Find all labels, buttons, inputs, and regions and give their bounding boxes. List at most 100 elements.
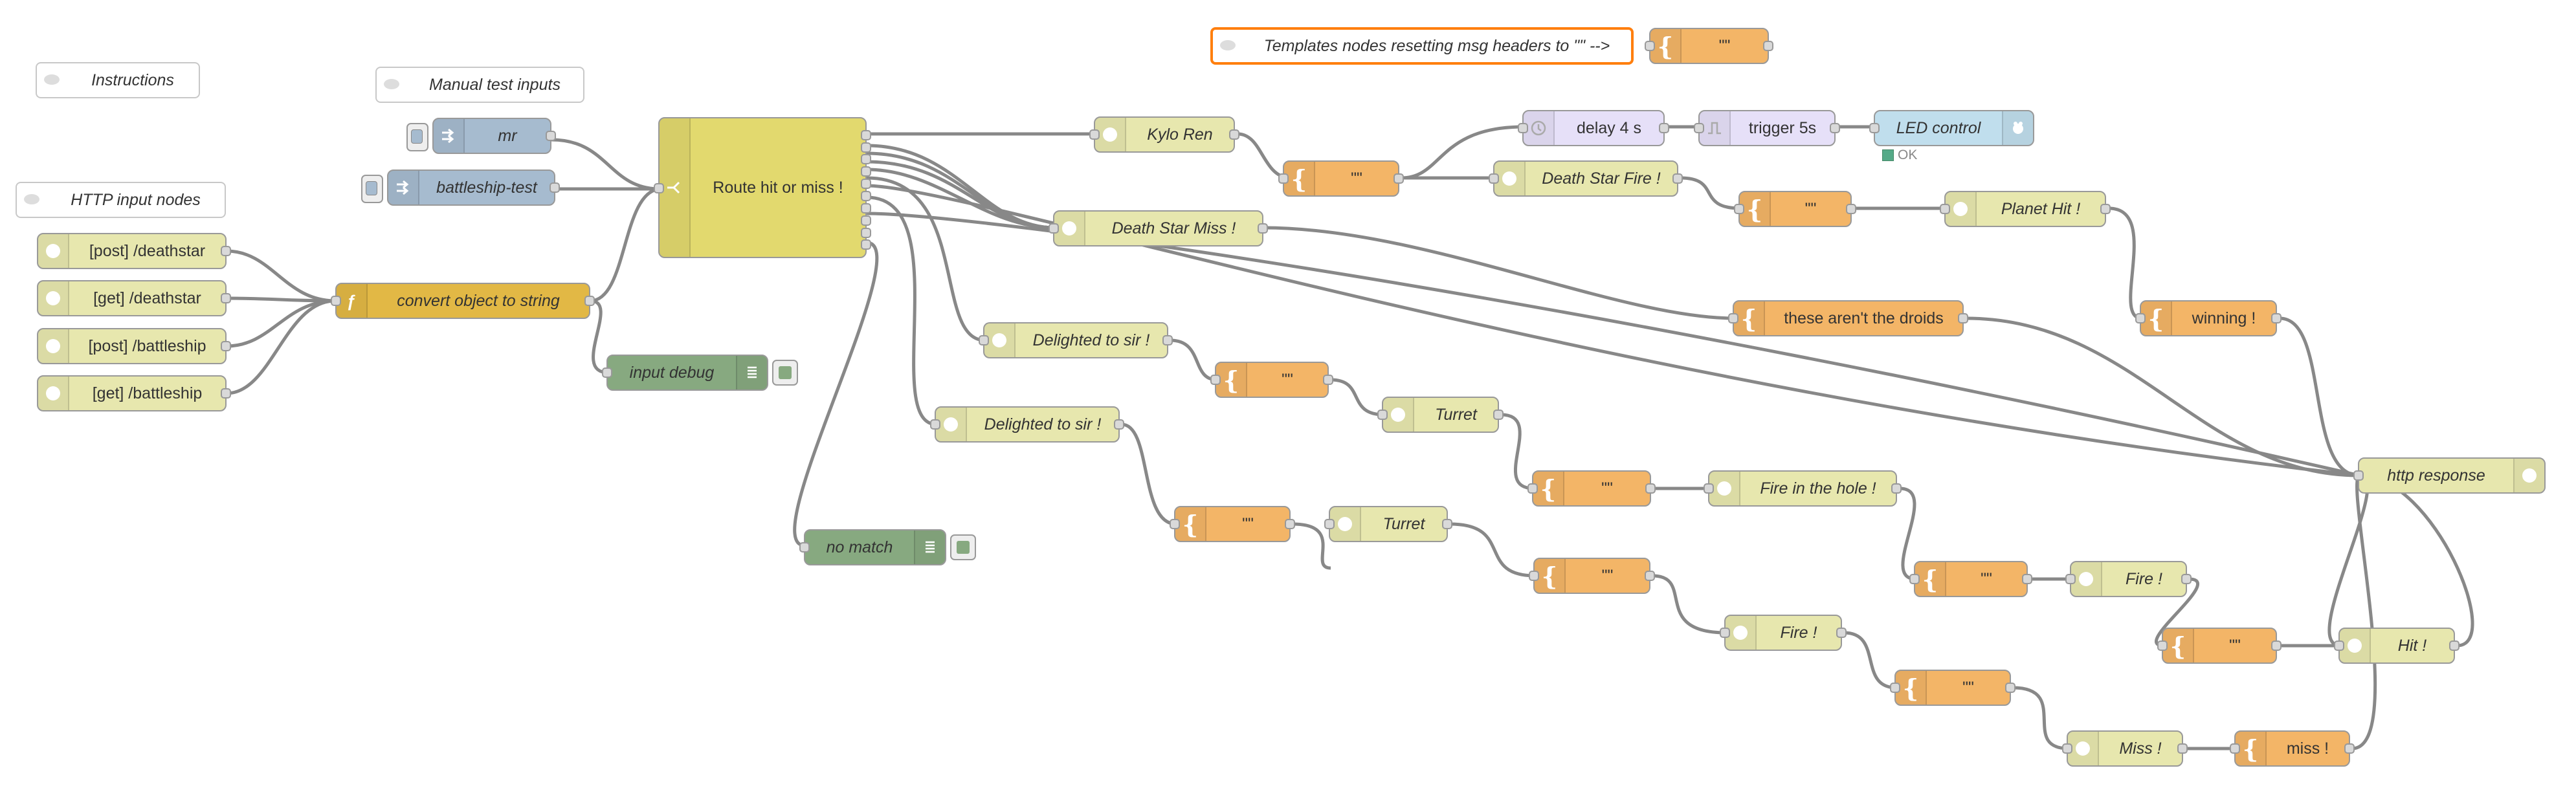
output-port[interactable]	[1393, 173, 1404, 184]
input-port[interactable]	[1324, 519, 1335, 529]
template-node-empty-5[interactable]: { ""	[1170, 506, 1295, 542]
http-request-death-star-fire[interactable]: Death Star Fire !	[1489, 160, 1683, 197]
output-port[interactable]	[1162, 335, 1173, 345]
input-port[interactable]	[2353, 470, 2364, 481]
output-port[interactable]	[1672, 173, 1683, 184]
comment-manual-test-inputs[interactable]: Manual test inputs	[375, 67, 584, 103]
debug-toggle-button[interactable]	[950, 534, 976, 560]
output-port[interactable]	[1846, 204, 1856, 214]
input-port[interactable]	[1527, 483, 1538, 494]
output-port[interactable]	[1493, 410, 1504, 420]
input-port[interactable]	[2065, 574, 2076, 584]
output-port[interactable]	[221, 293, 231, 303]
http-request-fire-in-hole[interactable]: Fire in the hole !	[1704, 470, 1902, 507]
output-port[interactable]	[550, 182, 560, 193]
output-port-10[interactable]	[861, 239, 871, 250]
switch-node-route[interactable]: Route hit or miss !	[654, 117, 871, 258]
output-port[interactable]	[2449, 640, 2459, 651]
http-request-miss[interactable]: Miss !	[2062, 730, 2188, 767]
input-port[interactable]	[602, 367, 612, 378]
comment-templates-note[interactable]: Templates nodes resetting msg headers to…	[1210, 27, 1634, 65]
output-port[interactable]	[2181, 574, 2192, 584]
input-port[interactable]	[1694, 123, 1704, 133]
template-node-header-reset[interactable]: { ""	[1645, 28, 1773, 64]
input-port[interactable]	[1489, 173, 1499, 184]
output-port-6[interactable]	[861, 191, 871, 201]
input-port[interactable]	[1278, 173, 1289, 184]
output-port[interactable]	[221, 246, 231, 256]
output-port[interactable]	[1645, 483, 1656, 494]
output-port[interactable]	[1763, 41, 1773, 51]
input-port[interactable]	[1869, 123, 1880, 133]
http-request-delighted-2[interactable]: Delighted to sir !	[930, 406, 1124, 443]
http-request-hit[interactable]: Hit !	[2334, 628, 2459, 664]
output-port[interactable]	[1323, 375, 1333, 385]
input-port[interactable]	[654, 183, 664, 193]
template-node-empty-7[interactable]: { ""	[1909, 561, 2032, 597]
comment-http-input-nodes[interactable]: HTTP input nodes	[16, 182, 226, 218]
http-request-kylo-ren[interactable]: Kylo Ren	[1089, 116, 1239, 153]
input-port[interactable]	[1529, 571, 1539, 581]
output-port[interactable]	[2271, 313, 2282, 323]
output-port[interactable]	[1645, 571, 1655, 581]
output-port[interactable]	[1659, 123, 1669, 133]
output-port[interactable]	[546, 131, 556, 141]
delay-node-4s[interactable]: delay 4 s	[1518, 110, 1669, 146]
http-request-turret-1[interactable]: Turret	[1377, 397, 1504, 433]
input-port[interactable]	[930, 419, 940, 430]
output-port-9[interactable]	[861, 228, 871, 238]
http-request-fire-1[interactable]: Fire !	[2065, 561, 2192, 597]
output-port[interactable]	[1958, 313, 1968, 323]
http-request-turret-2[interactable]: Turret	[1324, 506, 1452, 542]
input-port[interactable]	[2334, 640, 2344, 651]
input-port[interactable]	[979, 335, 989, 345]
input-port[interactable]	[2230, 743, 2240, 754]
template-node-empty-1[interactable]: { ""	[1278, 160, 1404, 197]
output-port[interactable]	[1891, 483, 1902, 494]
input-port[interactable]	[1210, 375, 1221, 385]
input-port[interactable]	[799, 542, 810, 553]
input-port[interactable]	[1909, 574, 1920, 584]
output-port[interactable]	[2344, 743, 2355, 754]
input-port[interactable]	[1377, 410, 1388, 420]
template-node-empty-8[interactable]: { ""	[2157, 628, 2282, 664]
http-request-death-star-miss[interactable]: Death Star Miss !	[1049, 210, 1268, 246]
output-port[interactable]	[221, 341, 231, 351]
output-port[interactable]	[1285, 519, 1295, 529]
output-port-5[interactable]	[861, 179, 871, 189]
input-port[interactable]	[2062, 743, 2072, 754]
output-port[interactable]	[2177, 743, 2188, 754]
http-in-post-deathstar[interactable]: [post] /deathstar	[37, 233, 231, 269]
http-in-get-deathstar[interactable]: [get] /deathstar	[37, 280, 231, 316]
output-port-2[interactable]	[861, 142, 871, 153]
input-port[interactable]	[1890, 683, 1900, 693]
debug-node-input-debug[interactable]: input debug	[602, 355, 798, 391]
template-node-empty-6[interactable]: { ""	[1529, 558, 1655, 594]
input-port[interactable]	[1720, 628, 1730, 638]
debug-node-no-match[interactable]: no match	[799, 529, 976, 565]
output-port[interactable]	[2271, 640, 2282, 651]
input-port[interactable]	[1645, 41, 1655, 51]
template-node-empty-2[interactable]: { ""	[1734, 191, 1856, 227]
template-node-droids[interactable]: { these aren't the droids	[1728, 300, 1968, 336]
http-request-delighted-1[interactable]: Delighted to sir !	[979, 322, 1173, 358]
output-port-1[interactable]	[861, 130, 871, 140]
template-node-miss[interactable]: { miss !	[2230, 730, 2355, 767]
output-port-8[interactable]	[861, 215, 871, 226]
output-port[interactable]	[584, 296, 595, 306]
input-port[interactable]	[2135, 313, 2146, 323]
output-port[interactable]	[1258, 223, 1268, 234]
input-port[interactable]	[1089, 129, 1100, 140]
template-node-empty-4[interactable]: { ""	[1527, 470, 1656, 507]
inject-node-battleship-test[interactable]: battleship-test	[361, 170, 560, 206]
output-port[interactable]	[1442, 519, 1452, 529]
output-port[interactable]	[2022, 574, 2032, 584]
input-port[interactable]	[1704, 483, 1714, 494]
input-port[interactable]	[2157, 640, 2168, 651]
template-node-empty-3[interactable]: { ""	[1210, 362, 1333, 398]
output-port[interactable]	[1830, 123, 1840, 133]
debug-toggle-button[interactable]	[772, 360, 798, 386]
input-port[interactable]	[1728, 313, 1738, 323]
input-port[interactable]	[1518, 123, 1528, 133]
rpi-gpio-led-control[interactable]: LED control	[1869, 110, 2034, 146]
